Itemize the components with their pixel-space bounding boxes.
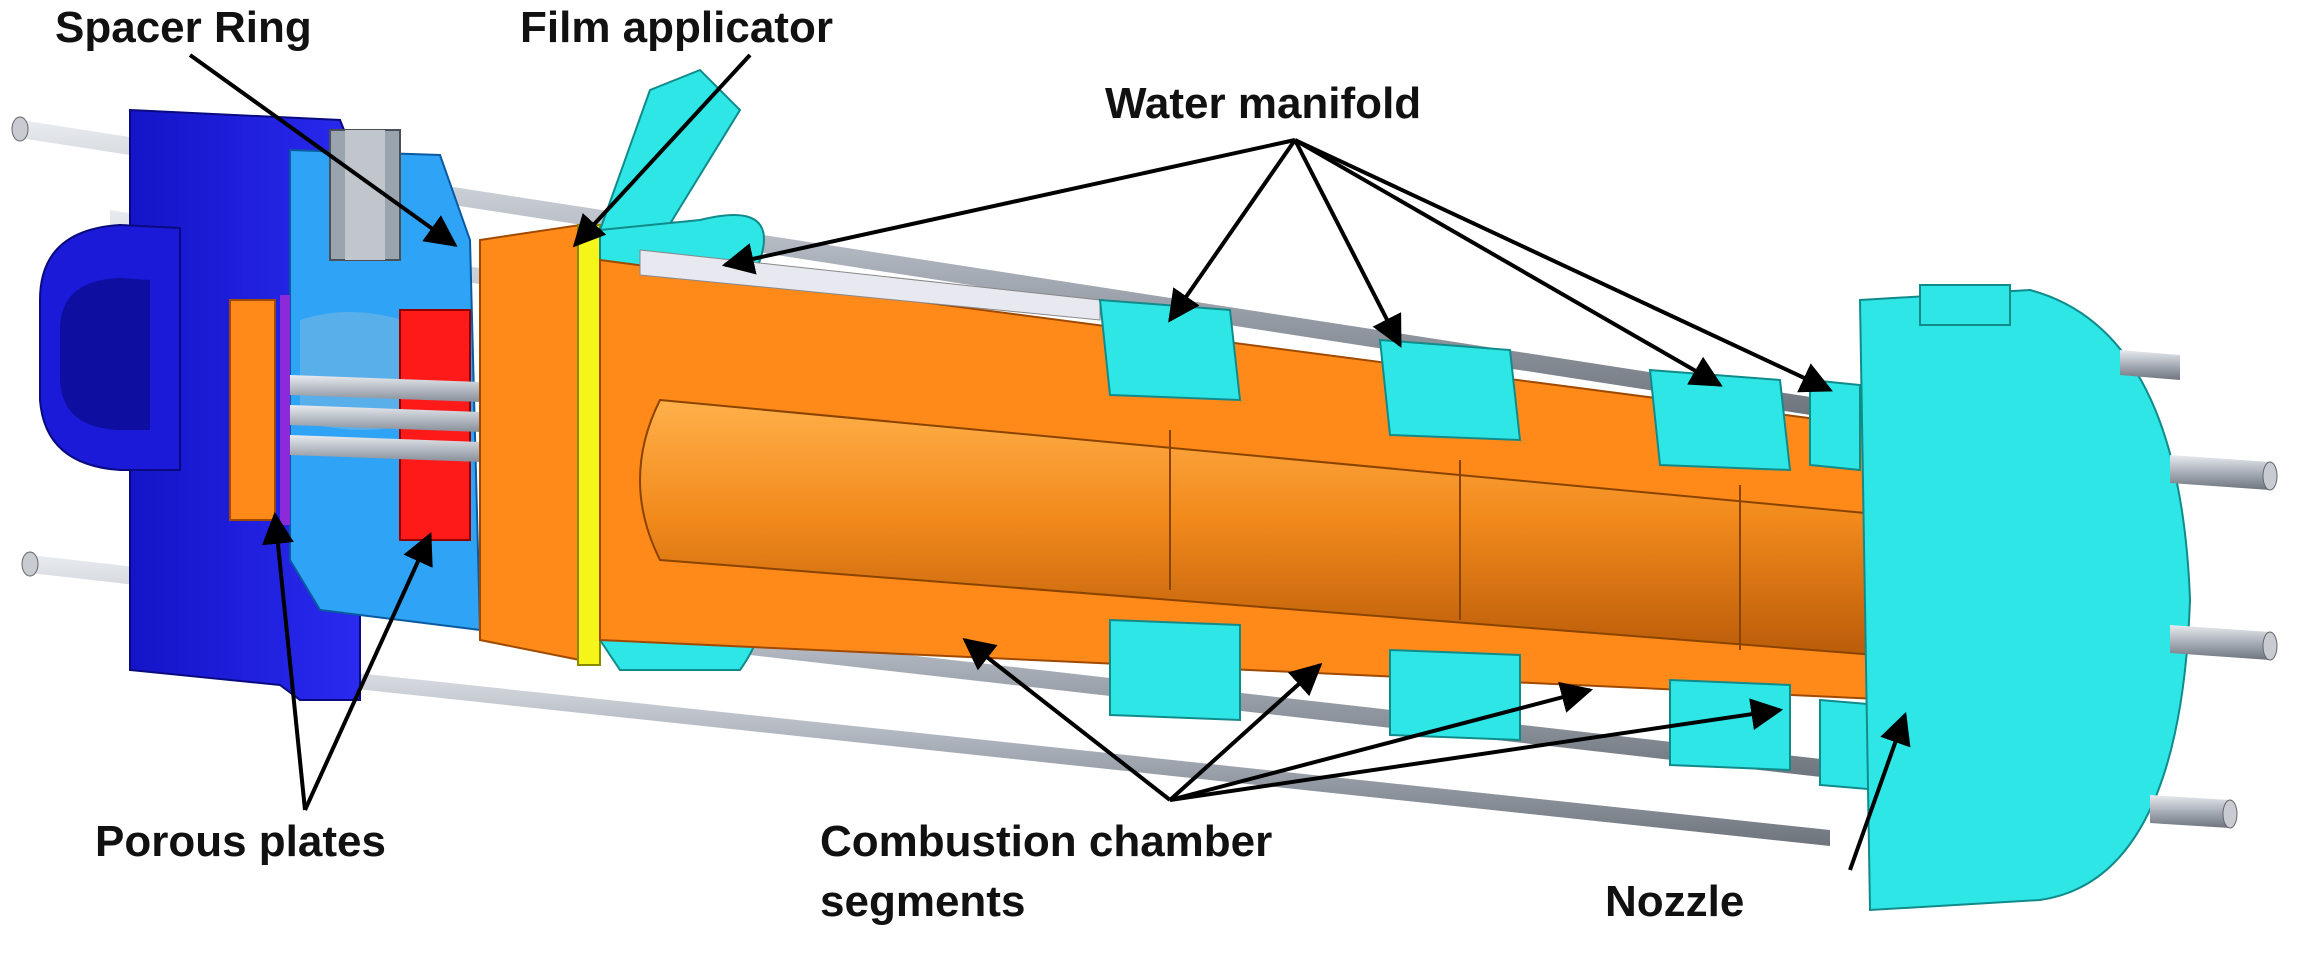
arrow-water-manifold-2 [1168,138,1297,323]
leader-arrows [188,53,1911,871]
label-film-applicator: Film applicator [520,3,833,52]
arrow-water-manifold-3 [1293,139,1402,348]
rod-ends-right [2120,350,2278,829]
label-water-manifold: Water manifold [1105,79,1422,128]
arrow-water-manifold-5 [1294,138,1833,393]
arrow-water-manifold-1 [721,138,1296,275]
arrow-film-applicator [572,53,752,248]
arrow-chamber-segment-2 [1168,662,1323,802]
arrow-spacer-ring [188,53,458,247]
arrow-porous-plate-2 [303,532,433,811]
film-applicator-ring [577,224,601,666]
arrow-chamber-segment-3 [1169,681,1594,802]
arrow-chamber-segment-1 [962,638,1172,802]
label-nozzle: Nozzle [1605,877,1745,926]
arrow-chamber-segment-4 [1169,698,1784,802]
spacer-ring [289,129,482,632]
porous-plate-front [229,299,276,521]
arrow-porous-plate-1 [261,511,307,811]
label-segments: segments [820,877,1026,926]
arrow-nozzle [1848,711,1911,871]
combustion-chamber-body [599,249,2031,701]
label-spacer-ring: Spacer Ring [55,3,312,52]
label-combustion-chamber: Combustion chamber [820,817,1273,866]
end-plate [1858,284,2192,912]
purple-gasket [280,295,290,525]
arrow-water-manifold-4 [1294,138,1723,387]
label-porous-plates: Porous plates [95,817,386,866]
